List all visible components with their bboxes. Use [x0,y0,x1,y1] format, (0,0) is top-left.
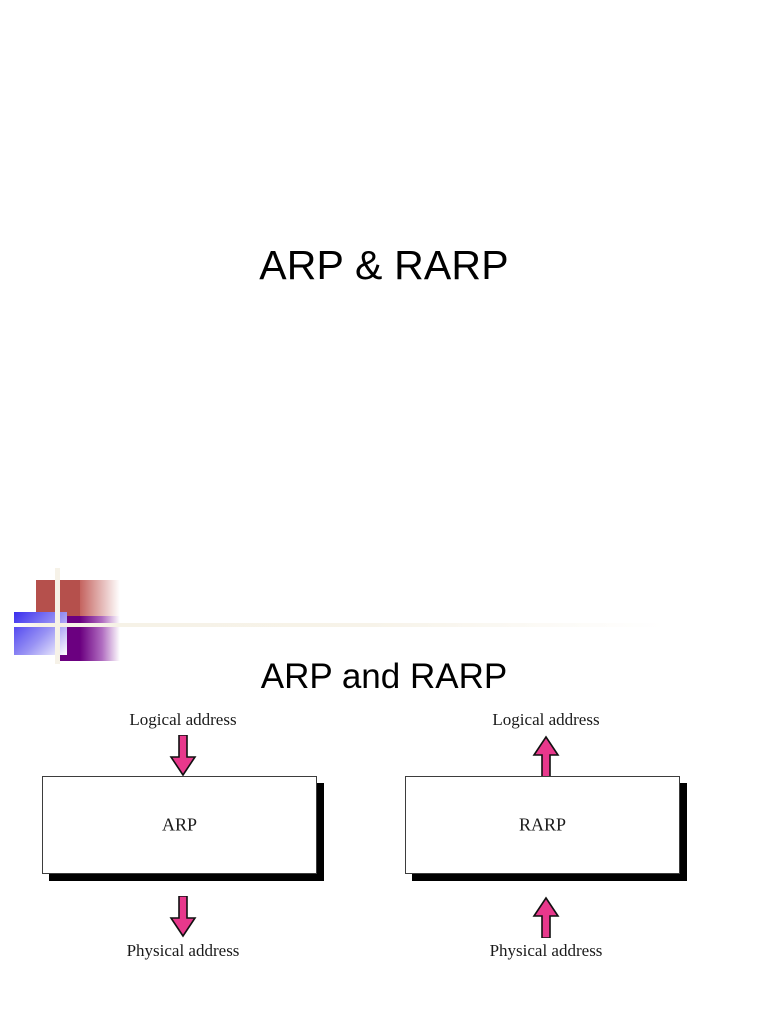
rarp-box: RARP [405,776,680,874]
arp-top-arrow-down-icon [168,735,198,777]
rarp-box-label: RARP [518,814,567,835]
arp-bottom-arrow-down-icon [168,896,198,938]
rarp-top-arrow-up-icon [531,735,561,777]
rarp-bottom-arrow-up-icon [531,896,561,938]
arp-diagram: Logical address ARP Physical address [33,710,333,970]
rarp-diagram: Logical address RARP Physical address [396,710,696,970]
logo-horizontal-rule [14,623,664,627]
slide-one-title: ARP & RARP [259,242,509,289]
decorative-logo [0,560,180,670]
arp-box-label: ARP [161,814,197,835]
rarp-bottom-label: Physical address [489,941,603,960]
logo-vertical-bar [55,568,60,664]
arp-bottom-label: Physical address [126,941,240,960]
arp-top-label: Logical address [129,710,237,729]
rarp-top-label: Logical address [492,710,600,729]
arp-box: ARP [42,776,317,874]
slide-two-title: ARP and RARP [260,657,508,697]
content-slide: ARP and RARP Logical address ARP Physica… [0,560,768,1024]
